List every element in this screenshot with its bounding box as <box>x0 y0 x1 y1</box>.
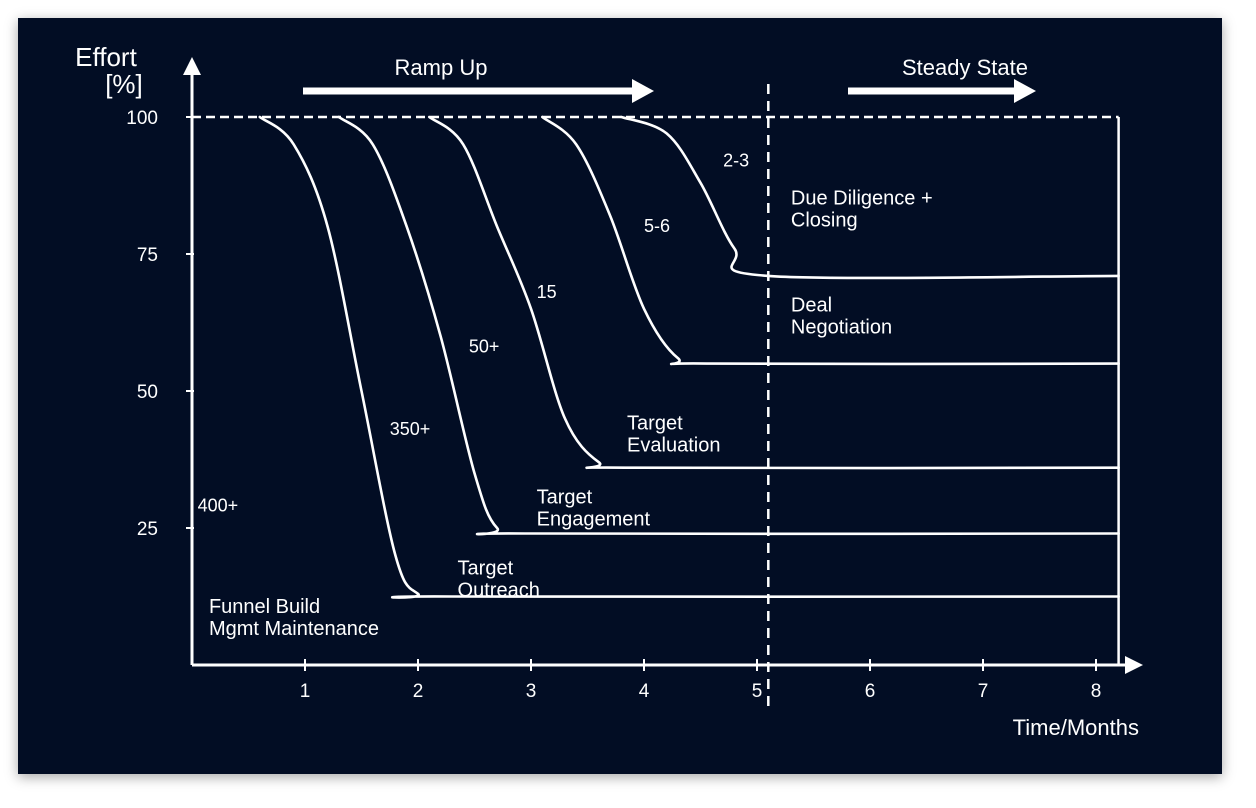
series-curve-4 <box>541 115 1120 366</box>
annotation-label: Closing <box>791 210 858 232</box>
x-tick-label: 8 <box>1091 681 1102 702</box>
series-curve-3 <box>428 115 1120 470</box>
phase-label-steady-state: Steady State <box>902 55 1028 80</box>
x-tick-label: 3 <box>526 681 537 702</box>
series-curve-2 <box>337 115 1120 536</box>
x-tick-label: 1 <box>300 681 311 702</box>
steady-state-arrow-head <box>1014 79 1036 103</box>
x-axis-label: Time/Months <box>1013 715 1139 740</box>
series-curve-1 <box>258 115 1120 599</box>
annotation-label: Funnel Build <box>209 596 320 618</box>
ramp-up-arrow-head <box>632 79 654 103</box>
annotation-label: 50+ <box>469 337 500 357</box>
y-tick-label: 25 <box>137 519 158 540</box>
x-tick-label: 2 <box>413 681 424 702</box>
y-axis-arrowhead <box>183 57 201 75</box>
x-axis-arrowhead <box>1125 656 1143 674</box>
y-tick-label: 75 <box>137 245 158 266</box>
annotation-label: 2-3 <box>723 150 749 170</box>
y-tick-label: 100 <box>126 108 158 129</box>
annotation-label: 350+ <box>390 419 431 439</box>
annotation-label: Engagement <box>537 508 651 530</box>
annotation-label: Deal <box>791 295 832 317</box>
y-axis-label-line1: Effort <box>75 42 137 72</box>
y-axis-label-line2: [%] <box>105 69 143 99</box>
axes: 1 2 3 4 5 6 7 8 25 50 75 100 <box>126 57 1143 712</box>
annotation-label: Outreach <box>458 580 540 602</box>
annotation-label: Due Diligence + <box>791 188 933 210</box>
x-tick-label: 7 <box>978 681 989 702</box>
chart-panel <box>18 18 1222 774</box>
x-tick-label: 6 <box>865 681 876 702</box>
series-curve-5 <box>620 115 1120 280</box>
annotation-label: 5-6 <box>644 216 670 236</box>
annotation-label: Target <box>537 486 593 508</box>
annotation-label: Mgmt Maintenance <box>209 618 379 640</box>
series-layer <box>258 115 1120 599</box>
annotation-label: 400+ <box>198 496 239 516</box>
x-tick-label: 5 <box>752 681 763 702</box>
annotation-label: 15 <box>537 282 557 302</box>
x-tick-label: 4 <box>639 681 650 702</box>
annotation-label: Negotiation <box>791 316 892 338</box>
y-tick-label: 50 <box>137 382 158 403</box>
annotation-label: Target <box>458 558 514 580</box>
annotation-label: Target <box>627 412 683 434</box>
phase-label-ramp-up: Ramp Up <box>395 55 488 80</box>
annotation-label: Evaluation <box>627 434 720 456</box>
